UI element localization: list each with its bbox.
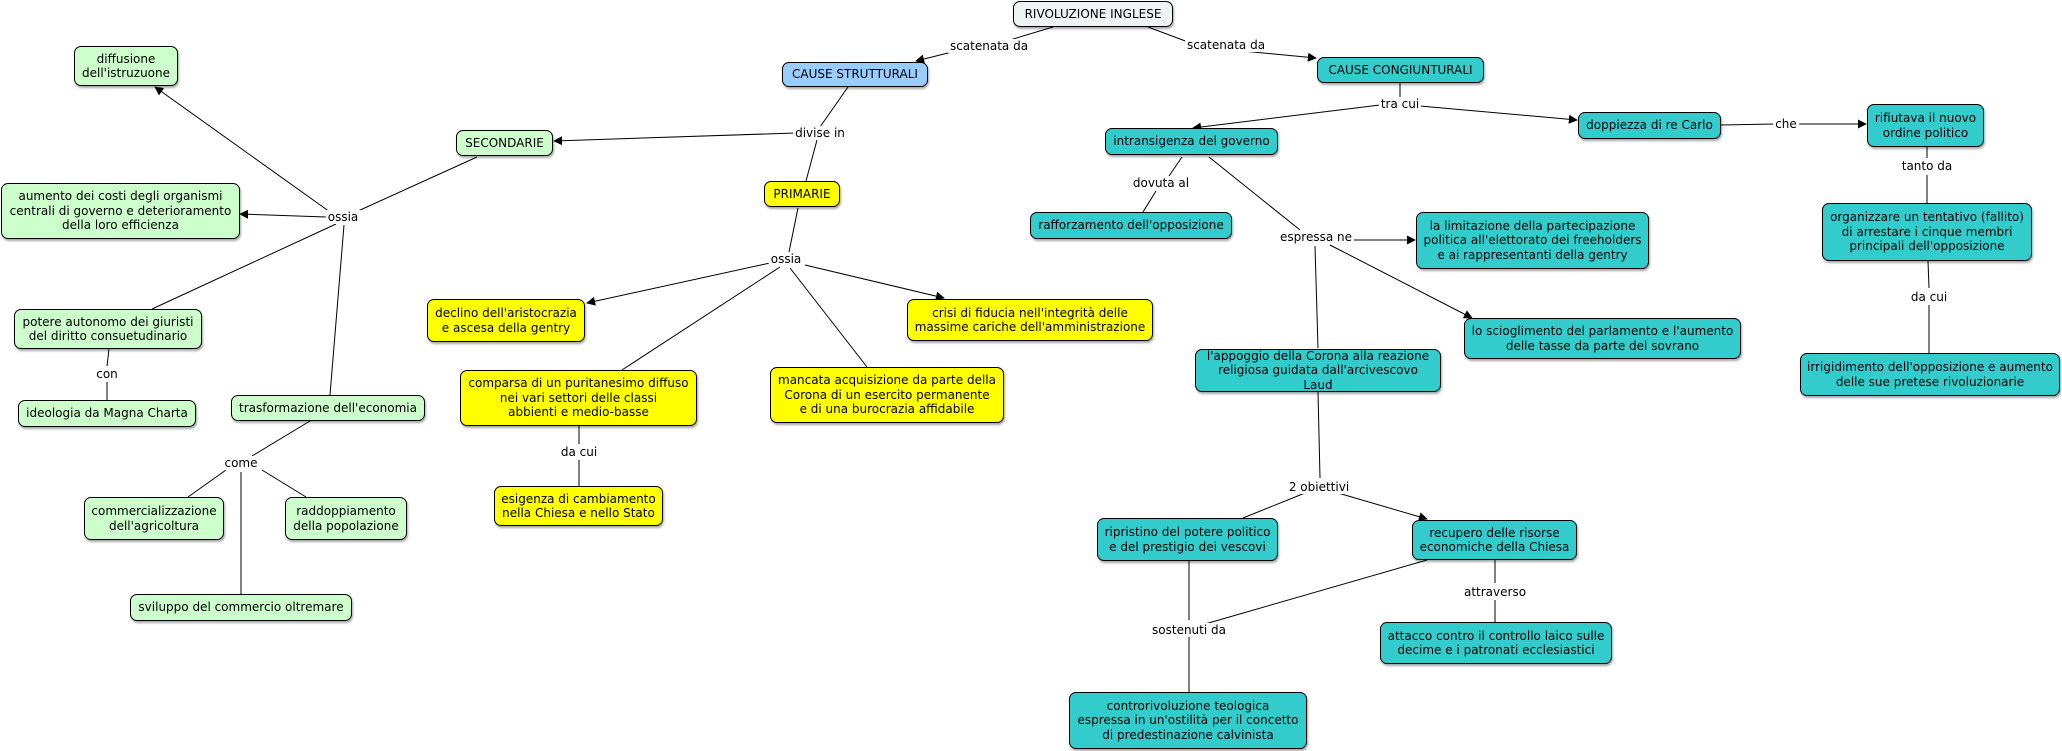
node-declino-aristocrazia[interactable]: declino dell'aristocrazia e ascesa della… — [427, 299, 585, 342]
node-cause-strutturali[interactable]: CAUSE STRUTTURALI — [782, 62, 928, 87]
label-espressa-ne: espressa ne — [1278, 230, 1354, 244]
label-scatenata-da-right: scatenata da — [1184, 38, 1268, 52]
link-doppiezza-che — [1720, 123, 1776, 126]
node-attacco-controllo[interactable]: attacco contro il controllo laico sulle … — [1380, 622, 1612, 664]
link-tracui-intransigenza — [1192, 104, 1381, 132]
node-controrivoluzione[interactable]: controrivoluzione teologica espressa in … — [1069, 692, 1307, 749]
node-raddoppiamento[interactable]: raddoppiamento della popolazione — [285, 497, 407, 540]
link-come-commercializzazione — [187, 469, 227, 498]
label-2-obiettivi: 2 obiettivi — [1286, 480, 1352, 494]
link-come-raddoppiamento — [261, 469, 307, 498]
label-da-cui-congiunturali: da cui — [1908, 290, 1950, 304]
node-appoggio-corona[interactable]: l'appoggio della Corona alla reazione re… — [1195, 349, 1441, 392]
node-scioglimento-parlamento[interactable]: lo scioglimento del parlamento e l'aumen… — [1464, 318, 1741, 359]
link-ossia-crisi — [804, 264, 945, 301]
label-divise-in: divise in — [793, 126, 847, 140]
label-scatenata-da-left: scatenata da — [947, 39, 1031, 53]
node-mancata-acquisizione[interactable]: mancata acquisizione da parte della Coro… — [770, 367, 1004, 423]
node-commercio-oltremare[interactable]: sviluppo del commercio oltremare — [130, 594, 352, 621]
link-espressa-appoggio — [1314, 245, 1319, 349]
link-root-scatenata-right — [1147, 26, 1189, 43]
link-recupero-sostenuti — [1204, 559, 1428, 625]
link-ossia-trasformazione — [329, 224, 345, 396]
label-dovuta-al: dovuta al — [1130, 176, 1192, 190]
link-ossia-puritanesimo — [621, 266, 781, 371]
node-aumento-costi[interactable]: aumento dei costi degli organismi centra… — [1, 183, 240, 239]
link-espressa-scioglimento — [1329, 244, 1473, 319]
node-primarie[interactable]: PRIMARIE — [764, 181, 840, 207]
node-recupero-risorse[interactable]: recupero delle risorse economiche della … — [1412, 520, 1577, 560]
node-rivoluzione-inglese[interactable]: RIVOLUZIONE INGLESE — [1013, 1, 1173, 27]
node-commercializzazione[interactable]: commercializzazione dell'agricoltura — [84, 497, 224, 540]
node-crisi-fiducia[interactable]: crisi di fiducia nell'integrità delle ma… — [907, 299, 1153, 341]
label-come: come — [222, 456, 260, 470]
label-attraverso: attraverso — [1461, 585, 1529, 599]
link-divise-secondarie — [553, 132, 796, 146]
link-intransigenza-espressa — [1208, 156, 1301, 231]
node-secondarie[interactable]: SECONDARIE — [456, 130, 553, 156]
link-primarie-ossia — [788, 207, 799, 253]
link-strutturali-divise — [819, 86, 849, 128]
link-tracui-doppiezza — [1419, 105, 1578, 124]
label-da-cui-primarie: da cui — [558, 445, 600, 459]
label-sostenuti-da: sostenuti da — [1150, 623, 1228, 637]
node-puritanesimo[interactable]: comparsa di un puritanesimo diffuso nei … — [460, 370, 697, 426]
link-ossia-mancata — [789, 267, 868, 368]
node-diffusione-istruzione[interactable]: diffusione dell'istruzuone — [74, 46, 178, 86]
node-cause-congiunturali[interactable]: CAUSE CONGIUNTURALI — [1317, 57, 1484, 83]
node-trasformazione-economia[interactable]: trasformazione dell'economia — [231, 395, 425, 421]
link-obiettivi-ripristino — [1242, 492, 1306, 519]
node-irrigidimento-opposizione[interactable]: irrigidimento dell'opposizione e aumento… — [1800, 353, 2060, 396]
node-intransigenza-governo[interactable]: intransigenza del governo — [1105, 128, 1278, 155]
node-rafforzamento-opposizione[interactable]: rafforzamento dell'opposizione — [1030, 212, 1232, 239]
link-ossia-aumento — [239, 209, 327, 219]
node-magna-charta[interactable]: ideologia da Magna Charta — [18, 400, 196, 427]
link-ossia-declino — [586, 262, 771, 306]
label-tra-cui: tra cui — [1378, 97, 1422, 111]
label-con: con — [94, 367, 120, 381]
link-ossia-diffusione — [154, 86, 331, 213]
node-potere-giuristi[interactable]: potere autonomo dei giuristi del diritto… — [14, 309, 202, 349]
label-ossia-primarie: ossia — [768, 252, 804, 266]
node-rifiutava-ordine[interactable]: rifiutava il nuovo ordine politico — [1867, 104, 1984, 147]
link-dovuta-rafforzamento — [1142, 190, 1157, 213]
link-divise-primarie — [805, 139, 818, 182]
link-organizzare-dacui — [1927, 260, 1930, 289]
link-trasformazione-come — [251, 420, 311, 457]
link-secondarie-ossia — [357, 156, 478, 212]
node-limitazione-partecipazione[interactable]: la limitazione della partecipazione poli… — [1416, 212, 1649, 269]
node-organizzare-tentativo[interactable]: organizzare un tentativo (fallito) di ar… — [1822, 203, 2032, 261]
link-appoggio-obiettivi — [1317, 391, 1321, 479]
link-obiettivi-recupero — [1337, 492, 1428, 522]
link-intransigenza-dovuta — [1168, 156, 1183, 177]
link-ossia-potere — [151, 223, 337, 310]
link-potere-con — [106, 348, 110, 367]
label-che: che — [1773, 117, 1799, 131]
node-ripristino-vescovi[interactable]: ripristino del potere politico e del pre… — [1097, 518, 1278, 561]
label-tanto-da: tanto da — [1899, 159, 1955, 173]
node-doppiezza-carlo[interactable]: doppiezza di re Carlo — [1578, 112, 1721, 139]
node-esigenza-cambiamento[interactable]: esigenza di cambiamento nella Chiesa e n… — [494, 486, 663, 526]
label-ossia-secondarie: ossia — [325, 210, 361, 224]
